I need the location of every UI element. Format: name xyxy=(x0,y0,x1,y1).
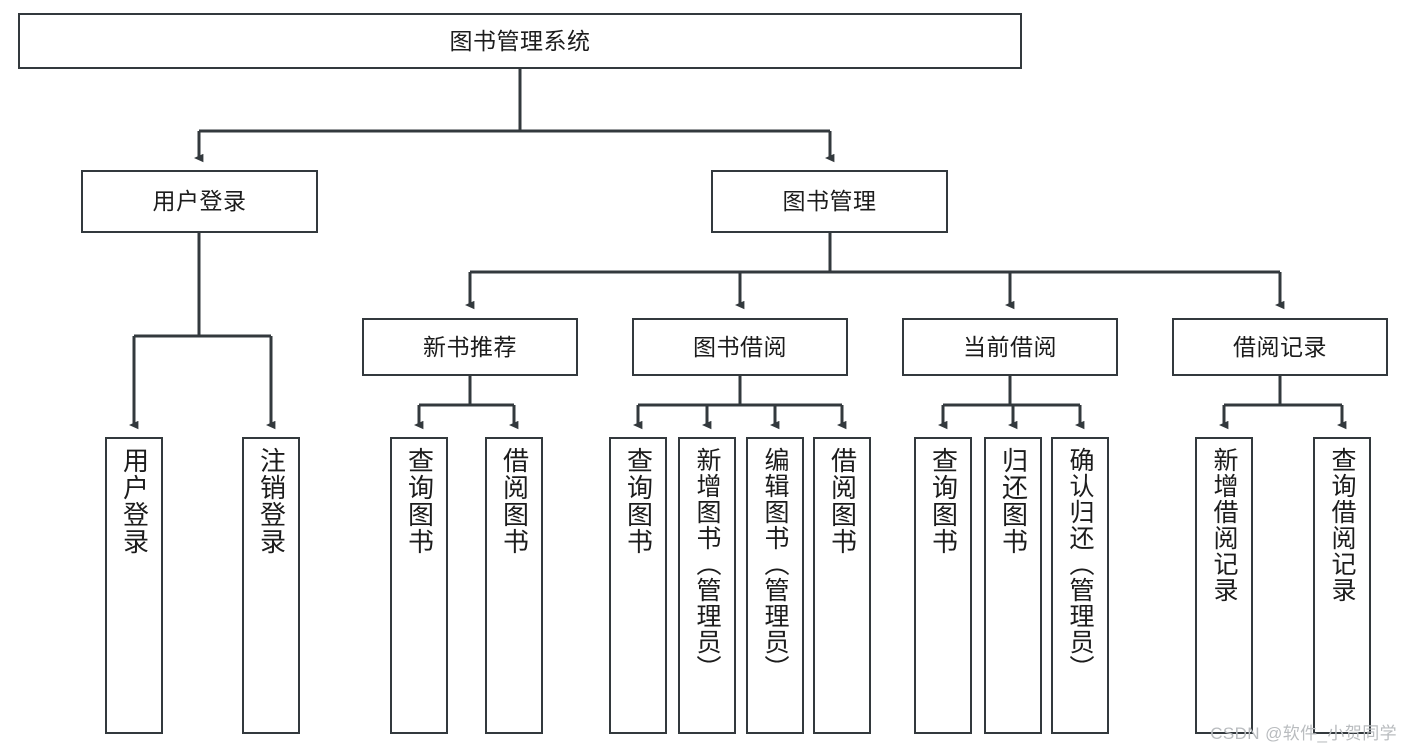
leaf-recommend-query-book[interactable]: 查询图书 xyxy=(390,437,448,734)
node-label: 新增借阅记录 xyxy=(1210,447,1238,603)
watermark-text: CSDN @软件_小贺同学 xyxy=(1210,724,1397,743)
node-user-login[interactable]: 用户登录 xyxy=(81,170,318,233)
leaf-current-query-book[interactable]: 查询图书 xyxy=(914,437,972,734)
node-root-system[interactable]: 图书管理系统 xyxy=(18,13,1022,69)
node-label: 编辑图书（管理员） xyxy=(761,447,789,681)
node-label: 用户登录 xyxy=(152,188,247,215)
leaf-recommend-borrow-book[interactable]: 借阅图书 xyxy=(485,437,543,734)
leaf-current-return-book[interactable]: 归还图书 xyxy=(984,437,1042,734)
node-new-book-recommend[interactable]: 新书推荐 xyxy=(362,318,578,376)
leaf-record-add-record[interactable]: 新增借阅记录 xyxy=(1195,437,1253,734)
node-label: 新增图书（管理员） xyxy=(693,447,721,681)
leaf-borrow-add-book-admin[interactable]: 新增图书（管理员） xyxy=(678,437,736,734)
node-label: 当前借阅 xyxy=(963,333,1057,360)
node-label: 用户登录 xyxy=(119,447,150,555)
node-label: 借阅图书 xyxy=(827,447,858,555)
node-label: 借阅记录 xyxy=(1233,333,1327,360)
node-book-management[interactable]: 图书管理 xyxy=(711,170,948,233)
node-label: 查询图书 xyxy=(404,447,435,555)
leaf-borrow-borrow-book[interactable]: 借阅图书 xyxy=(813,437,871,734)
leaf-current-confirm-return-admin[interactable]: 确认归还（管理员） xyxy=(1051,437,1109,734)
node-label: 查询图书 xyxy=(928,447,959,555)
node-label: 查询借阅记录 xyxy=(1328,447,1356,603)
leaf-user-login-login[interactable]: 用户登录 xyxy=(105,437,163,734)
leaf-borrow-query-book[interactable]: 查询图书 xyxy=(609,437,667,734)
leaf-record-query-record[interactable]: 查询借阅记录 xyxy=(1313,437,1371,734)
node-book-borrow[interactable]: 图书借阅 xyxy=(632,318,848,376)
node-label: 图书管理系统 xyxy=(449,27,591,54)
node-label: 查询图书 xyxy=(623,447,654,555)
node-borrow-record[interactable]: 借阅记录 xyxy=(1172,318,1388,376)
leaf-user-login-logout[interactable]: 注销登录 xyxy=(242,437,300,734)
node-label: 借阅图书 xyxy=(499,447,530,555)
node-label: 确认归还（管理员） xyxy=(1066,447,1094,681)
node-label: 图书管理 xyxy=(782,188,877,215)
leaf-borrow-edit-book-admin[interactable]: 编辑图书（管理员） xyxy=(746,437,804,734)
node-label: 图书借阅 xyxy=(693,333,787,360)
node-label: 归还图书 xyxy=(998,447,1029,555)
node-label: 注销登录 xyxy=(256,447,287,555)
node-current-borrow[interactable]: 当前借阅 xyxy=(902,318,1118,376)
node-label: 新书推荐 xyxy=(423,333,517,360)
